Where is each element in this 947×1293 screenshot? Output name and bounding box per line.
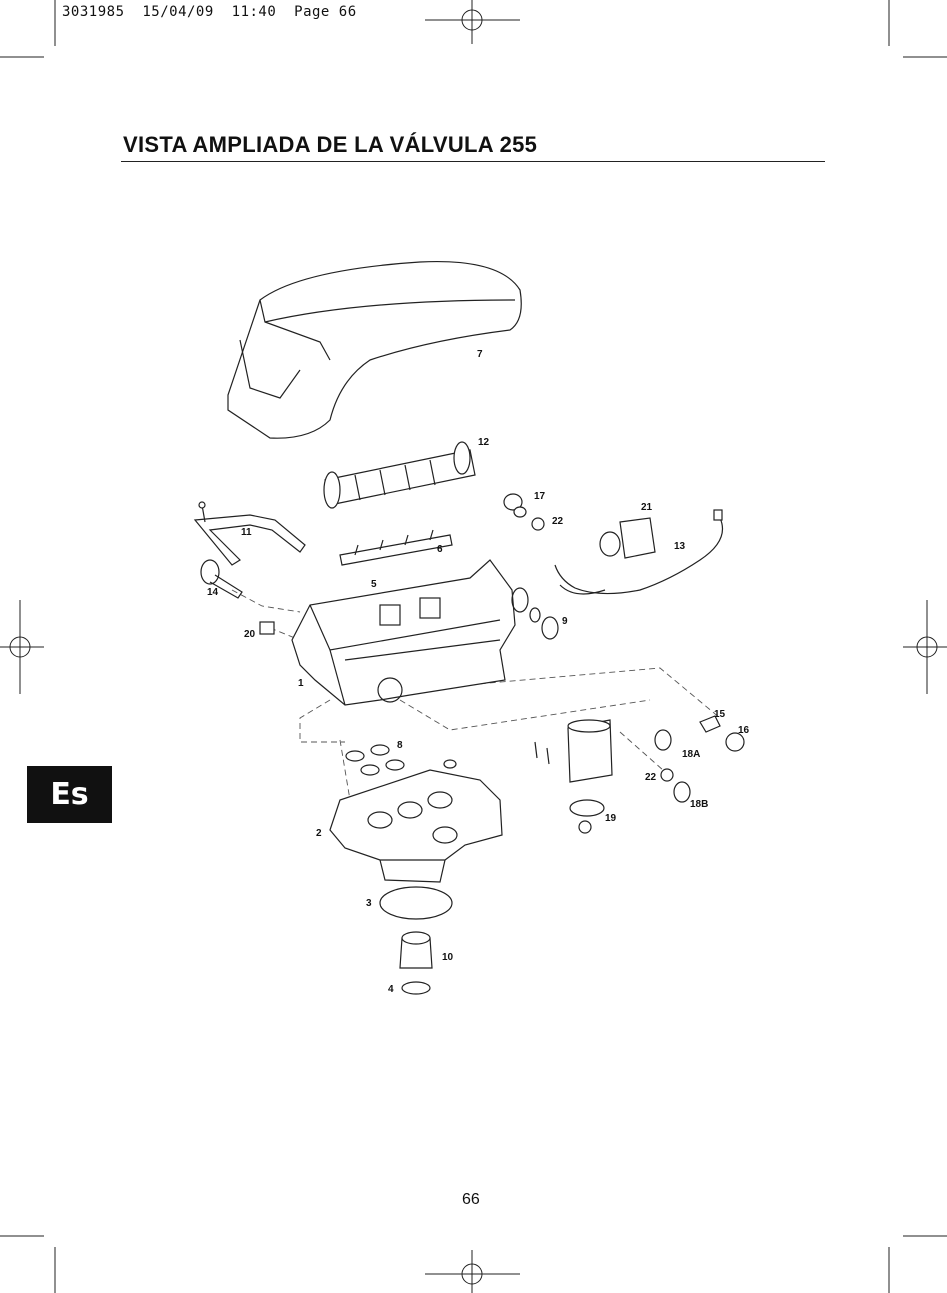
part-label-1: 1	[298, 678, 304, 689]
part-label-18a: 18A	[682, 749, 700, 760]
part-label-16: 16	[738, 725, 750, 736]
part-label-20: 20	[244, 629, 256, 640]
registration-mark-left	[0, 600, 44, 694]
part-label-4: 4	[388, 984, 394, 995]
part-label-3: 3	[366, 898, 372, 909]
adapter-part	[400, 932, 432, 968]
cylinder-part	[535, 720, 612, 833]
part-label-13: 13	[674, 541, 686, 552]
ball-part-22-upper	[532, 518, 544, 530]
part-label-18b: 18B	[690, 799, 708, 810]
part-label-9: 9	[562, 616, 568, 627]
motor-part	[600, 518, 655, 558]
camshaft-part	[324, 442, 475, 508]
strip-part	[340, 530, 452, 565]
part-label-19: 19	[605, 813, 617, 824]
part-label-22-upper: 22	[552, 516, 564, 527]
part-label-21: 21	[641, 502, 653, 513]
plug-part-18a	[655, 730, 671, 750]
o-ring-part-3	[380, 887, 452, 919]
part-label-10: 10	[442, 952, 454, 963]
base-part	[330, 770, 502, 882]
plug-part-17	[504, 494, 526, 517]
part-label-6: 6	[437, 544, 443, 555]
registration-mark-bottom	[425, 1250, 520, 1293]
part-label-7: 7	[477, 349, 483, 360]
o-ring-part-4	[402, 982, 430, 994]
part-label-2: 2	[316, 828, 322, 839]
part-label-14: 14	[207, 587, 219, 598]
registration-mark-top	[425, 0, 520, 44]
ball-part-22-lower	[661, 769, 673, 781]
plug-part-18b	[674, 782, 690, 802]
registration-mark-right	[903, 600, 947, 694]
o-ring-part-9	[512, 588, 558, 639]
valve-body-part	[292, 560, 515, 705]
part-label-11: 11	[241, 527, 252, 538]
part-label-12: 12	[478, 437, 490, 448]
part-label-17: 17	[534, 491, 546, 502]
clip-part	[260, 622, 274, 634]
part-label-22-lower: 22	[645, 772, 657, 783]
part-label-5: 5	[371, 579, 377, 590]
part-label-8: 8	[397, 740, 403, 751]
part-label-15: 15	[714, 709, 726, 720]
